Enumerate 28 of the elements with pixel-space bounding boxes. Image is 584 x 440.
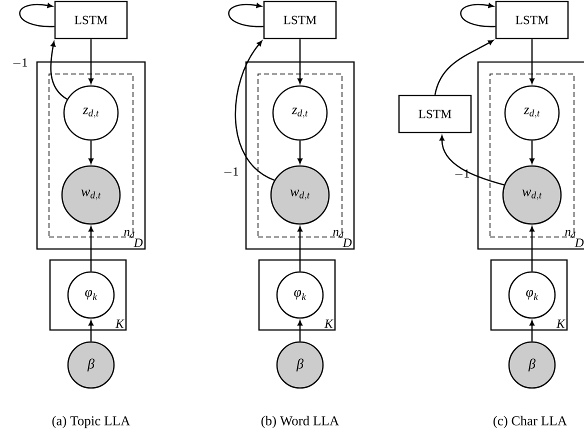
- curved-arrow: [50, 41, 68, 100]
- subfigure-caption: (b) Word LLA: [261, 416, 340, 428]
- arrow: [88, 226, 94, 272]
- loop-arrow: [460, 3, 496, 28]
- loop-arrow: [228, 3, 264, 28]
- curved-arrow: [434, 40, 494, 96]
- curved-arrow: [234, 40, 275, 181]
- subfigure-caption: (c) Char LLA: [494, 416, 568, 428]
- arrow: [530, 39, 534, 84]
- arrow: [88, 39, 94, 84]
- edge-label: $-1$: [224, 167, 238, 176]
- subfigure-caption: (a) Topic LLA: [52, 416, 130, 428]
- lstm-box: LSTM: [398, 94, 472, 134]
- arrow: [298, 140, 302, 164]
- arrow: [298, 320, 302, 342]
- arrow: [298, 226, 302, 272]
- lstm-box: LSTM: [263, 0, 337, 40]
- edge-label: $-1$: [13, 58, 28, 67]
- loop-arrow: [19, 3, 54, 28]
- arrow: [530, 226, 534, 272]
- curved-arrow: [440, 135, 504, 186]
- arrow: [530, 320, 534, 342]
- lstm-box: LSTM: [54, 0, 128, 40]
- arrow: [88, 320, 94, 342]
- arrow: [298, 39, 302, 84]
- lstm-box: LSTM: [495, 0, 569, 40]
- arrow: [88, 140, 94, 164]
- arrow: [530, 140, 534, 164]
